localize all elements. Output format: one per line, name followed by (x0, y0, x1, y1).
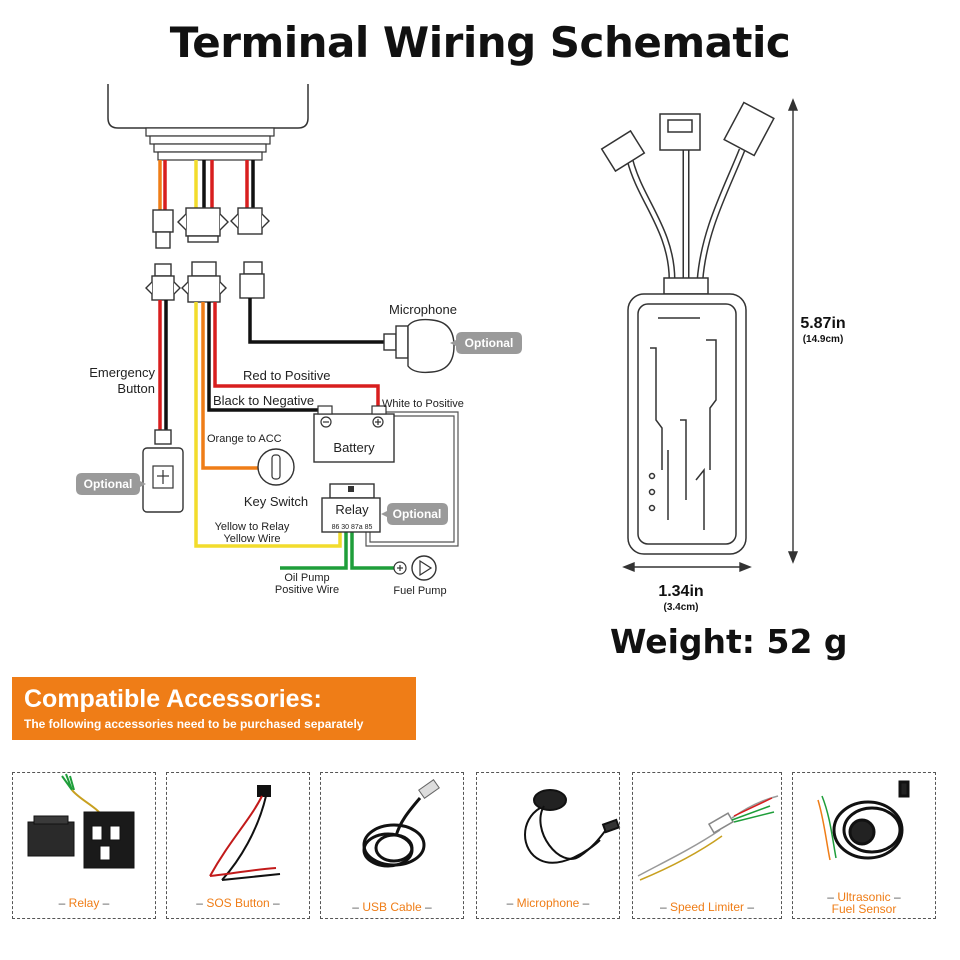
white-to-positive-label: White to Positive (382, 398, 464, 410)
accessory-card-speed-limiter: – Speed Limiter – (632, 772, 782, 919)
page-title: Terminal Wiring Schematic (169, 18, 791, 67)
yellow-to-relay-label-2: Yellow Wire (223, 533, 280, 545)
accessory-card-fuel-sensor: – Ultrasonic – Fuel Sensor (792, 772, 936, 919)
microphone-label: Microphone (389, 302, 457, 317)
optional-pill-microphone: Optional (450, 332, 522, 354)
yellow-to-relay-label-1: Yellow to Relay (215, 521, 290, 533)
tracker-device (600, 101, 775, 555)
microphone-accessory-image (524, 789, 621, 864)
tracker-head (107, 84, 309, 161)
accessory-label-relay: Relay (68, 896, 100, 910)
microphone-icon (383, 318, 455, 374)
accessory-label-sos-button: SOS Button (206, 896, 270, 910)
relay-pins-label: 86 30 87a 85 (332, 524, 373, 531)
relay-label: Relay (335, 502, 369, 517)
accessories-title: Compatible Accessories: (24, 685, 322, 713)
red-to-positive-label: Red to Positive (243, 368, 330, 383)
fuel-pump-label: Fuel Pump (393, 585, 446, 597)
weight-label: Weight: 52 g (610, 622, 848, 661)
optional-pill-relay: Optional (381, 503, 448, 525)
speed-limiter-accessory-image (637, 795, 779, 881)
height-cm-label: (14.9cm) (803, 334, 844, 345)
optional-pill-emergency: Optional (76, 473, 146, 495)
width-cm-label: (3.4cm) (663, 602, 698, 613)
accessory-card-microphone: – Microphone – (476, 772, 620, 919)
oil-pump-label-1: Oil Pump (284, 572, 329, 584)
accessories-banner: Compatible Accessories: The following ac… (12, 677, 416, 740)
battery-label: Battery (333, 440, 375, 455)
relay-accessory-image (27, 773, 135, 869)
oil-pump-label-2: Positive Wire (275, 584, 339, 596)
emergency-label-2: Button (117, 381, 155, 396)
upper-connectors (152, 207, 270, 249)
svg-text:Optional: Optional (84, 477, 133, 491)
usb-cable-accessory-image (362, 779, 440, 868)
head-wires (158, 160, 255, 210)
accessory-card-relay: – Relay – (12, 772, 156, 919)
accessory-label-microphone: Microphone (516, 896, 580, 910)
height-in-label: 5.87in (800, 315, 845, 332)
accessory-card-usb-cable: – USB Cable – (320, 772, 464, 919)
lower-connectors (145, 261, 265, 303)
svg-text:Optional: Optional (465, 336, 514, 350)
fuel-sensor-accessory-image (817, 780, 910, 861)
height-dimension (787, 98, 799, 564)
key-switch-label: Key Switch (244, 494, 308, 509)
white-wire (365, 411, 459, 547)
fuel-pump-icon (393, 555, 437, 581)
sos-button-accessory-image (209, 785, 281, 881)
key-switch-icon (257, 448, 295, 486)
emergency-label-1: Emergency (89, 365, 155, 380)
black-to-negative-label: Black to Negative (213, 393, 314, 408)
accessory-label-speed-limiter: Speed Limiter (669, 900, 745, 914)
battery-icon (313, 405, 395, 463)
orange-to-acc-label: Orange to ACC (207, 433, 282, 445)
width-in-label: 1.34in (658, 583, 703, 600)
accessory-label-fuel-sensor-2: Fuel Sensor (831, 902, 897, 916)
accessory-label-fuel-sensor-1: Ultrasonic (837, 890, 891, 904)
accessories-subtitle: The following accessories need to be pur… (24, 717, 364, 731)
accessory-label-usb-cable: USB Cable (362, 900, 422, 914)
width-dimension (622, 561, 752, 573)
svg-text:Optional: Optional (393, 507, 442, 521)
relay-icon (321, 483, 381, 533)
emergency-button-icon (142, 429, 184, 513)
accessory-card-sos-button: – SOS Button – (166, 772, 310, 919)
